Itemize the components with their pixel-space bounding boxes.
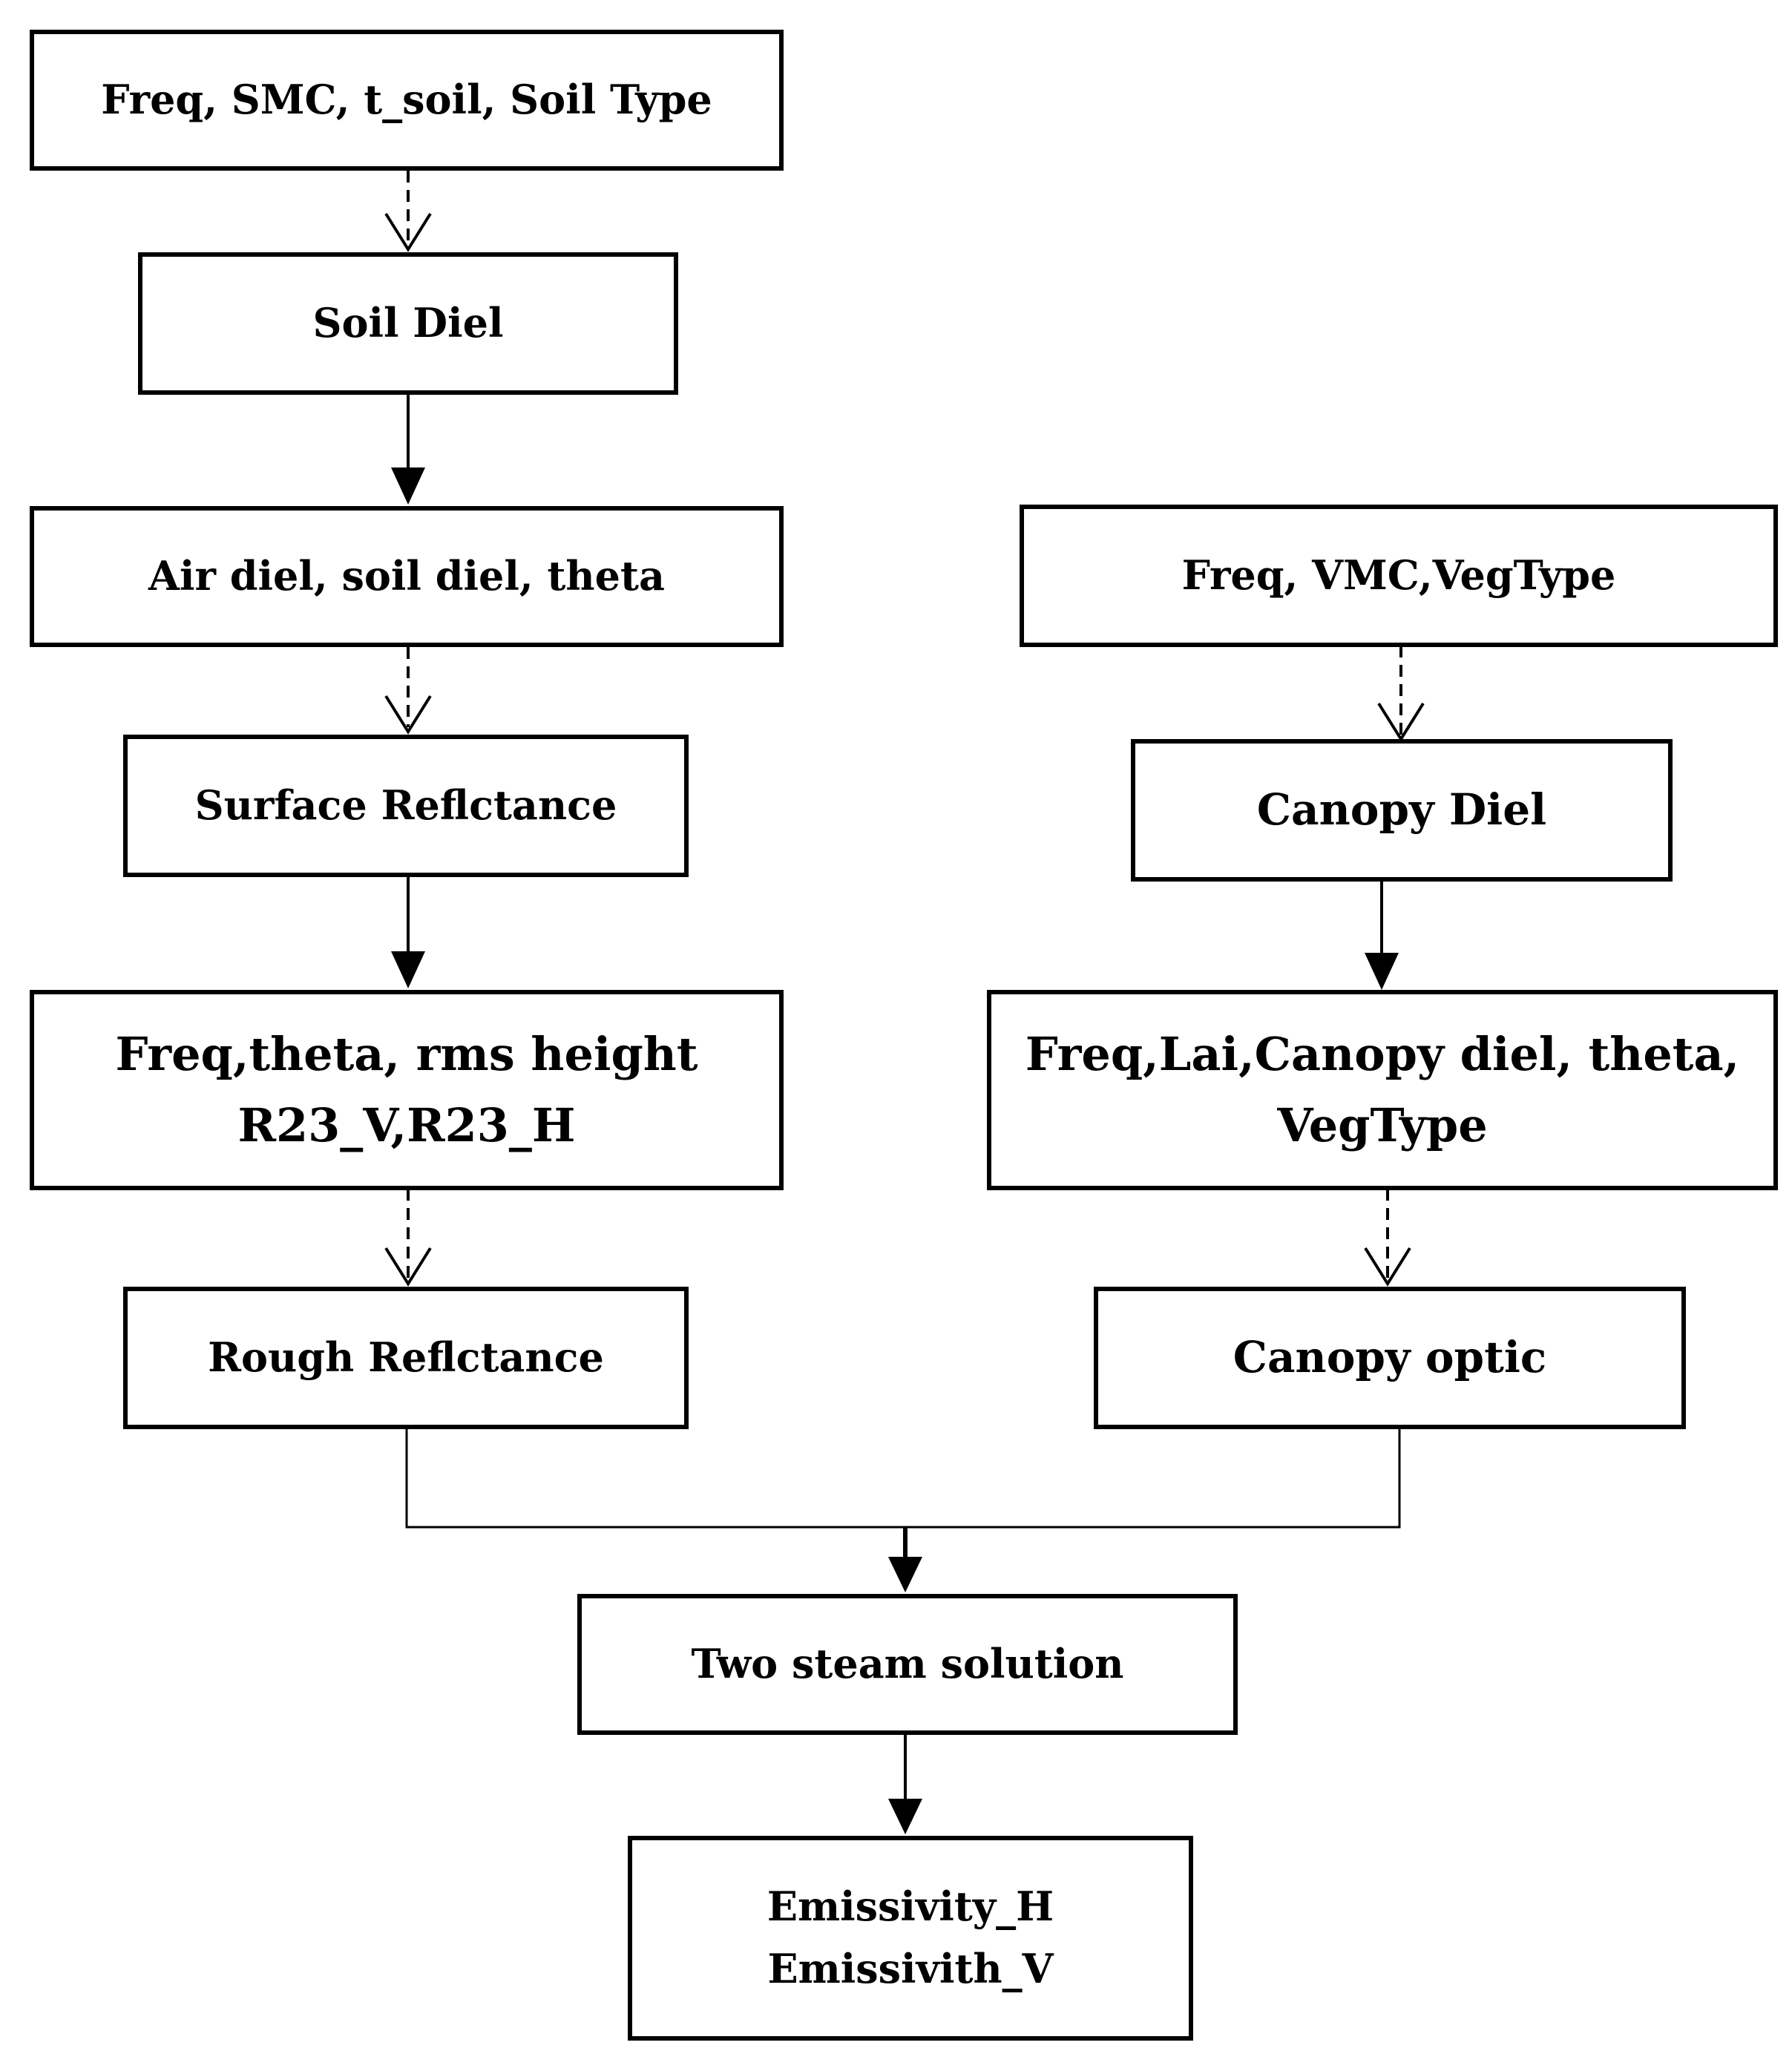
node-soil-inputs-label: Freq, SMC, t_soil, Soil Type: [101, 76, 712, 124]
node-canopy-inputs: Freq,Lai,Canopy diel, theta, VegType: [987, 990, 1778, 1190]
node-rough-inputs-line2: R23_V,R23_H: [237, 1098, 576, 1152]
node-canopy-optic-label: Canopy optic: [1233, 1332, 1547, 1383]
node-canopy-optic: Canopy optic: [1094, 1287, 1686, 1429]
node-emissivity-h: Emissivity_H: [767, 1883, 1054, 1931]
node-air-soil-theta-label: Air diel, soil diel, theta: [148, 552, 665, 600]
node-emissivity: Emissivity_H Emissivith_V: [628, 1836, 1193, 2041]
edge-veg-inputs-to-canopy-diel: [1377, 646, 1425, 742]
node-veg-inputs-label: Freq, VMC,VegType: [1181, 551, 1616, 600]
node-canopy-inputs-line1: Freq,Lai,Canopy diel, theta,: [1025, 1026, 1740, 1081]
edge-canopy-inputs-to-canopy-optic: [1364, 1189, 1411, 1287]
node-surface-reflectance-label: Surface Reflctance: [194, 781, 617, 830]
edge-soil-diel-to-air-soil-theta: [391, 393, 425, 505]
node-soil-inputs: Freq, SMC, t_soil, Soil Type: [30, 30, 784, 171]
node-emissivity-v: Emissivith_V: [767, 1945, 1054, 1992]
node-rough-reflectance: Rough Reflctance: [123, 1287, 689, 1429]
node-soil-diel: Soil Diel: [138, 252, 678, 395]
node-two-stream: Two steam solution: [577, 1594, 1238, 1735]
node-canopy-diel: Canopy Diel: [1131, 739, 1673, 882]
node-two-stream-label: Two steam solution: [691, 1640, 1124, 1688]
edge-two-stream-to-emissivity: [888, 1733, 922, 1834]
node-surface-reflectance: Surface Reflctance: [123, 735, 689, 877]
edge-canopy-diel-to-canopy-inputs: [1365, 882, 1399, 990]
node-rough-inputs: Freq,theta, rms height R23_V,R23_H: [30, 990, 784, 1190]
node-canopy-inputs-line2: VegType: [1277, 1098, 1488, 1152]
edge-surface-reflectance-to-rough-inputs: [391, 877, 425, 988]
edge-air-soil-theta-to-surface-reflectance: [384, 647, 432, 735]
node-rough-reflectance-label: Rough Reflctance: [208, 1333, 604, 1382]
node-soil-diel-label: Soil Diel: [312, 299, 504, 347]
node-rough-inputs-line1: Freq,theta, rms height: [115, 1026, 698, 1081]
node-air-soil-theta: Air diel, soil diel, theta: [30, 506, 784, 647]
edge-merge-to-two-stream: [405, 1428, 1401, 1592]
edge-rough-inputs-to-rough-reflectance: [384, 1189, 432, 1287]
edge-soil-inputs-to-soil-diel: [384, 171, 432, 252]
node-veg-inputs: Freq, VMC,VegType: [1020, 505, 1778, 647]
node-canopy-diel-label: Canopy Diel: [1256, 784, 1547, 836]
